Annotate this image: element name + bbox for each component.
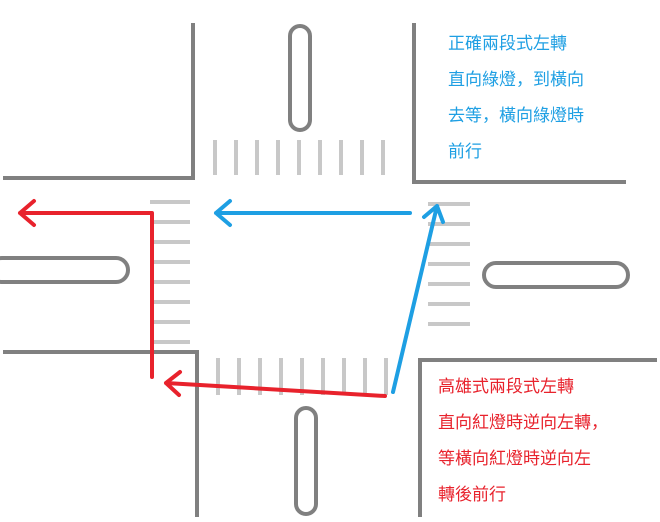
- note-line: 直向紅燈時逆向左轉，: [438, 413, 608, 433]
- road-edge-southeast: [418, 358, 657, 517]
- kaohsiung-method-note: 高雄式兩段式左轉 直向紅燈時逆向左轉， 等橫向紅燈時逆向左 轉後前行: [438, 369, 608, 513]
- kaohsiung-left-turn-arrows: [18, 199, 387, 398]
- blue-arrow-north: [391, 204, 445, 394]
- note-line: 正確兩段式左轉: [448, 34, 567, 54]
- note-line: 轉後前行: [438, 485, 506, 505]
- red-arrow-north-west: [18, 199, 154, 379]
- red-arrow-west-bottom: [164, 370, 387, 398]
- blue-arrow-west: [214, 199, 412, 227]
- road-edge-northeast: [412, 23, 626, 184]
- road-edge-northwest: [3, 23, 195, 180]
- correct-left-turn-arrows: [214, 199, 445, 394]
- road-edge-southwest: [3, 350, 199, 517]
- note-line: 前行: [448, 142, 482, 162]
- median-north: [288, 24, 312, 132]
- correct-method-note: 正確兩段式左轉 直向綠燈，到橫向 去等，橫向綠燈時 前行: [448, 26, 584, 170]
- note-line: 直向綠燈，到橫向: [448, 70, 584, 90]
- crosswalks: [150, 140, 470, 395]
- median-south: [294, 406, 318, 516]
- note-line: 高雄式兩段式左轉: [438, 377, 574, 397]
- note-line: 等橫向紅燈時逆向左: [438, 449, 591, 469]
- median-east: [482, 261, 630, 289]
- median-west: [0, 256, 130, 284]
- note-line: 去等，橫向綠燈時: [448, 106, 584, 126]
